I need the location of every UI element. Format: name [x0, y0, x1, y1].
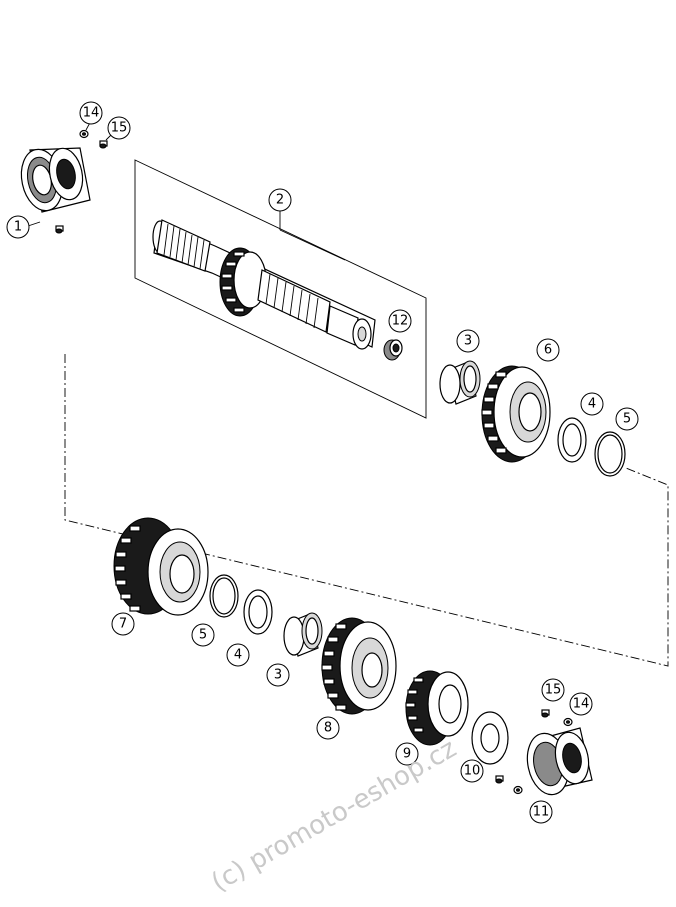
callout-4-upper[interactable]: 4	[580, 392, 604, 416]
callout-7[interactable]: 7	[111, 612, 135, 636]
callout-5-lower-label: 5	[199, 628, 207, 643]
bushing-3-upper	[439, 360, 481, 405]
callout-14-top[interactable]: 14	[79, 101, 103, 125]
callout-3-upper[interactable]: 3	[456, 329, 480, 353]
gear-7-teeth	[114, 525, 141, 612]
circlip-5-upper	[594, 431, 626, 477]
callout-10[interactable]: 10	[460, 759, 484, 783]
callout-8[interactable]: 8	[316, 716, 340, 740]
washer-4-lower	[243, 589, 273, 635]
assembly-axis-line	[64, 354, 669, 667]
gear-8-teeth	[321, 623, 347, 711]
callout-12-label: 12	[392, 314, 409, 329]
washer-14-bottom	[563, 717, 573, 727]
bolt-15-top	[99, 140, 108, 149]
callout-9-label: 9	[403, 747, 411, 762]
bearing-1	[20, 147, 91, 213]
callout-5-upper-label: 5	[623, 412, 631, 427]
callout-9[interactable]: 9	[395, 742, 419, 766]
callout-2-label: 2	[276, 193, 284, 208]
callout-8-label: 8	[324, 721, 332, 736]
washer-4-upper	[557, 417, 587, 463]
gear-6	[481, 365, 551, 463]
shaft-right-spline-teeth	[265, 273, 319, 329]
callout-1[interactable]: 1	[6, 215, 30, 239]
bolt-lower-right	[495, 775, 504, 784]
bearing-11	[526, 727, 593, 796]
callout-1-label: 1	[14, 220, 22, 235]
main-shaft-2	[152, 219, 376, 350]
gear-6-teeth	[481, 371, 507, 454]
callout-15-bottom-label: 15	[545, 683, 562, 698]
gear-9	[405, 670, 469, 746]
callout-3-upper-label: 3	[464, 334, 472, 349]
bushing-3-lower	[283, 612, 323, 657]
gear-9-teeth	[405, 677, 424, 733]
callout-6[interactable]: 6	[536, 338, 560, 362]
watermark-text: (c) promoto-eshop.cz	[207, 733, 462, 898]
bushing-12	[383, 339, 403, 361]
shaft-assembly-frame	[134, 159, 427, 419]
callout-4-upper-label: 4	[588, 397, 596, 412]
callout-15-top-label: 15	[111, 121, 128, 136]
circlip-5-lower	[209, 574, 239, 618]
gear-7	[113, 517, 209, 616]
shaft-left-spline-teeth	[163, 223, 205, 270]
callout-3-lower-label: 3	[274, 668, 282, 683]
callout-3-lower[interactable]: 3	[266, 663, 290, 687]
washer-lower-right	[513, 785, 523, 795]
callout-10-label: 10	[464, 764, 481, 779]
callout-15-bottom[interactable]: 15	[541, 678, 565, 702]
callout-14-bottom-label: 14	[573, 697, 590, 712]
washer-10	[471, 711, 509, 765]
callout-4-lower[interactable]: 4	[226, 643, 250, 667]
callout-2[interactable]: 2	[268, 188, 292, 212]
washer-14-top	[79, 129, 89, 139]
callout-11[interactable]: 11	[529, 800, 553, 824]
callout-5-upper[interactable]: 5	[615, 407, 639, 431]
bolt-lower-left	[55, 225, 64, 234]
callout-7-label: 7	[119, 617, 127, 632]
shaft-gear-teeth	[221, 251, 245, 313]
callout-11-label: 11	[533, 805, 550, 820]
callout-12[interactable]: 12	[388, 309, 412, 333]
gear-8	[321, 617, 397, 715]
callout-5-lower[interactable]: 5	[191, 623, 215, 647]
callout-14-bottom[interactable]: 14	[569, 692, 593, 716]
callout-14-top-label: 14	[83, 106, 100, 121]
callout-6-label: 6	[544, 343, 552, 358]
bolt-15-bottom	[541, 709, 550, 718]
callout-4-lower-label: 4	[234, 648, 242, 663]
callout-15-top[interactable]: 15	[107, 116, 131, 140]
